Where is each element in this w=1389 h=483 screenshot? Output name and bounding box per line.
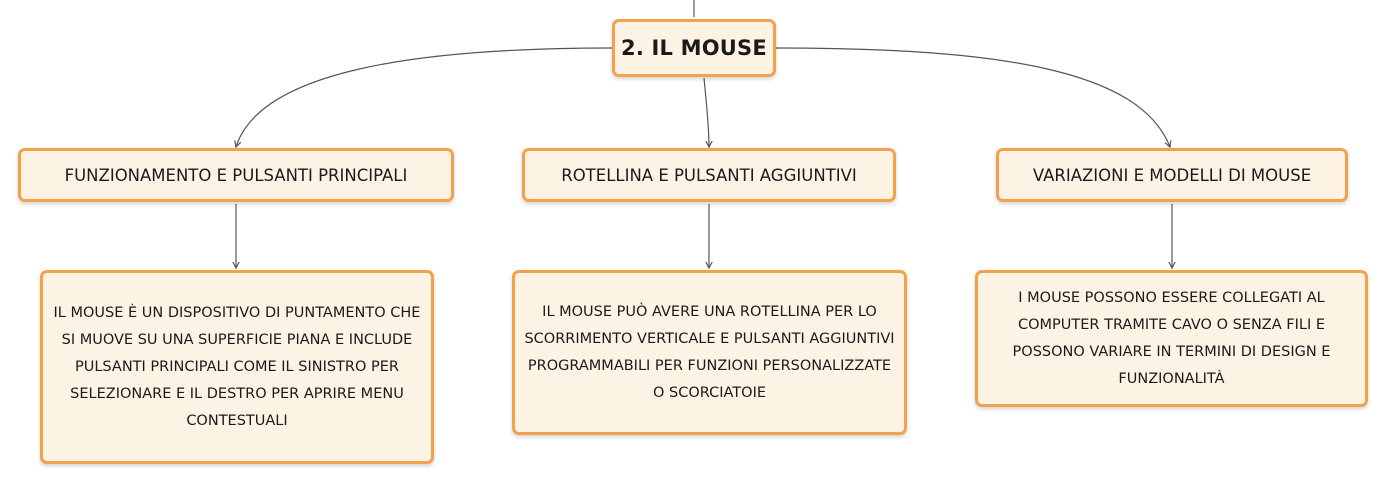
branch-label: ROTELLINA E PULSANTI AGGIUNTIVI: [561, 165, 857, 185]
detail-node-1[interactable]: IL MOUSE È UN DISPOSITIVO DI PUNTAMENTO …: [40, 270, 434, 464]
connector-root-to-branch-3: [775, 47, 1170, 147]
branch-node-2[interactable]: ROTELLINA E PULSANTI AGGIUNTIVI: [522, 148, 896, 202]
connector-root-to-branch-1: [236, 47, 613, 147]
branch-node-3[interactable]: VARIAZIONI E MODELLI DI MOUSE: [996, 148, 1348, 202]
branch-label: VARIAZIONI E MODELLI DI MOUSE: [1032, 165, 1312, 185]
root-node[interactable]: 2. IL MOUSE: [612, 19, 776, 77]
detail-node-2[interactable]: IL MOUSE PUÒ AVERE UNA ROTELLINA PER LO …: [512, 270, 907, 435]
detail-text: IL MOUSE PUÒ AVERE UNA ROTELLINA PER LO …: [524, 303, 895, 401]
connector-root-to-branch-2: [703, 77, 709, 147]
detail-node-3[interactable]: I MOUSE POSSONO ESSERE COLLEGATI AL COMP…: [975, 270, 1368, 407]
branch-label: FUNZIONAMENTO E PULSANTI PRINCIPALI: [64, 165, 408, 185]
detail-text: IL MOUSE È UN DISPOSITIVO DI PUNTAMENTO …: [53, 304, 421, 429]
detail-text: I MOUSE POSSONO ESSERE COLLEGATI AL COMP…: [1012, 289, 1331, 387]
root-title: 2. IL MOUSE: [621, 36, 767, 60]
branch-node-1[interactable]: FUNZIONAMENTO E PULSANTI PRINCIPALI: [18, 148, 454, 202]
